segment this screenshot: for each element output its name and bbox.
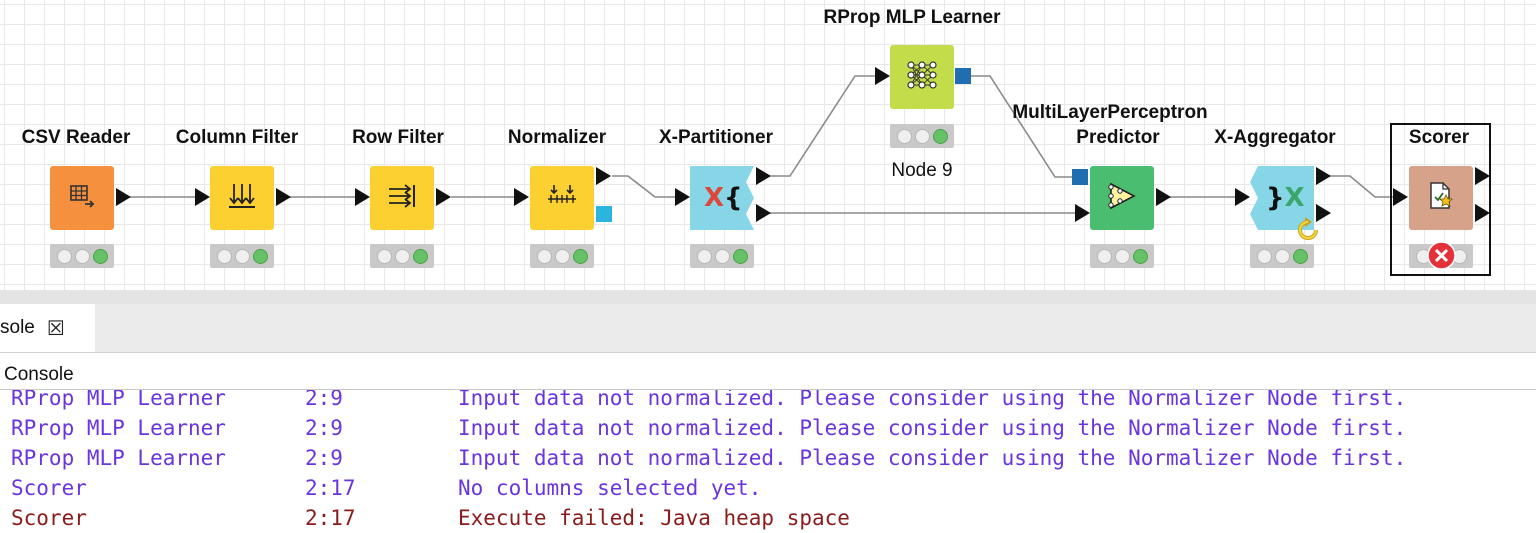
input-port[interactable] [875, 67, 890, 85]
output-port-train[interactable] [756, 167, 771, 185]
status-lights [1090, 244, 1154, 268]
node-label: Normalizer [507, 127, 607, 148]
neural-net-icon [906, 60, 938, 95]
log-node-id: 2:9 [305, 389, 343, 410]
output-port[interactable] [436, 188, 451, 206]
log-message: No columns selected yet. [458, 476, 762, 500]
log-line: RProp MLP Learner 2:9 Input data not nor… [0, 446, 1406, 476]
tab-label: sole [0, 317, 35, 338]
error-icon [1427, 241, 1456, 275]
node-annotation: Node 9 [891, 160, 953, 181]
node-body[interactable] [210, 166, 274, 230]
log-node: RProp MLP Learner [11, 389, 226, 410]
table-arrow-icon [69, 183, 95, 214]
log-line: RProp MLP Learner 2:9 Input data not nor… [0, 416, 1406, 446]
node-label: Scorer [1408, 127, 1470, 148]
console-tab-bar: sole ☒ [0, 304, 1536, 353]
log-message: Input data not normalized. Please consid… [458, 446, 1407, 470]
node-label-line1: MultiLayerPerceptron [1012, 102, 1208, 123]
console-log[interactable]: RProp MLP Learner 2:9 Input data not nor… [0, 389, 1536, 533]
wire-aggregator-to-scorer [1330, 175, 1393, 198]
log-line: RProp MLP Learner 2:9 Input data not nor… [0, 390, 1406, 416]
view-separator[interactable] [0, 290, 1536, 304]
input-port-model[interactable] [1072, 169, 1088, 185]
node-label-line2: Predictor [1076, 127, 1160, 148]
node-body[interactable] [1409, 166, 1473, 230]
output-port-model[interactable] [596, 206, 612, 222]
wire-xpart-to-learner [770, 75, 875, 177]
predictor-icon [1106, 181, 1138, 216]
log-node: RProp MLP Learner [11, 446, 226, 470]
log-line: Scorer 2:17 No columns selected yet. [0, 476, 761, 506]
selection-frame [1390, 123, 1491, 276]
input-port[interactable] [1235, 188, 1250, 206]
row-filter-icon [387, 183, 417, 214]
log-node-id: 2:9 [305, 446, 343, 470]
scorer-icon [1427, 181, 1455, 216]
output-port-predictions[interactable] [1316, 167, 1331, 185]
node-label: Column Filter [175, 127, 299, 148]
output-port-test[interactable] [756, 204, 771, 222]
node-body[interactable] [1090, 166, 1154, 230]
node-label: CSV Reader [21, 127, 131, 148]
input-port[interactable] [355, 188, 370, 206]
log-node: Scorer [11, 476, 87, 500]
loop-refresh-icon [1294, 216, 1322, 249]
wire-normalizer-to-xpart [612, 175, 675, 198]
output-port[interactable] [1156, 188, 1171, 206]
node-label: RProp MLP Learner [823, 7, 1001, 28]
input-port[interactable] [195, 188, 210, 206]
input-port-data[interactable] [1075, 204, 1090, 222]
status-lights [890, 124, 954, 148]
output-port-confusion-matrix[interactable] [1475, 167, 1490, 185]
node-label: X-Partitioner [658, 127, 774, 148]
node-body[interactable] [890, 45, 954, 109]
log-node-id: 2:17 [305, 506, 356, 530]
tab-console[interactable]: sole ☒ [0, 304, 95, 352]
log-node: Scorer [11, 506, 87, 530]
output-port[interactable] [276, 188, 291, 206]
log-line-error: Scorer 2:17 Execute failed: Java heap sp… [0, 506, 850, 533]
node-label: Row Filter [352, 127, 444, 148]
log-message: Execute failed: Java heap space [458, 506, 850, 530]
wire-learner-to-predictor [970, 75, 1072, 178]
status-lights [1250, 244, 1314, 268]
connections-layer [130, 75, 1393, 214]
status-lights [210, 244, 274, 268]
log-node: RProp MLP Learner [11, 416, 226, 440]
status-lights [370, 244, 434, 268]
output-port-accuracy[interactable] [1475, 204, 1490, 222]
close-icon[interactable]: ☒ [46, 317, 65, 340]
status-lights [50, 244, 114, 268]
node-body[interactable] [530, 166, 594, 230]
workflow-canvas[interactable]: CSV Reader Column Filter Row Filter [0, 0, 1536, 290]
log-node-id: 2:17 [305, 476, 356, 500]
console-title: Console [4, 364, 74, 385]
node-body[interactable]: }X [1250, 166, 1318, 240]
output-port-model[interactable] [955, 68, 971, 84]
column-filter-icon [227, 182, 257, 215]
node-body[interactable] [50, 166, 114, 230]
loop-end-icon: }X [1266, 183, 1305, 213]
status-lights [530, 244, 594, 268]
node-label: X-Aggregator [1214, 127, 1336, 148]
input-port[interactable] [1393, 188, 1408, 206]
node-body[interactable]: X{ [690, 166, 754, 230]
output-port-data[interactable] [596, 167, 611, 185]
normalizer-icon [546, 183, 578, 214]
output-port[interactable] [116, 188, 131, 206]
input-port[interactable] [514, 188, 529, 206]
loop-start-icon: X{ [704, 183, 743, 213]
log-message: Input data not normalized. Please consid… [458, 389, 1407, 410]
node-body[interactable] [370, 166, 434, 230]
log-node-id: 2:9 [305, 416, 343, 440]
output-port-errors[interactable] [1316, 204, 1331, 222]
input-port[interactable] [675, 188, 690, 206]
log-message: Input data not normalized. Please consid… [458, 416, 1407, 440]
status-lights [690, 244, 754, 268]
